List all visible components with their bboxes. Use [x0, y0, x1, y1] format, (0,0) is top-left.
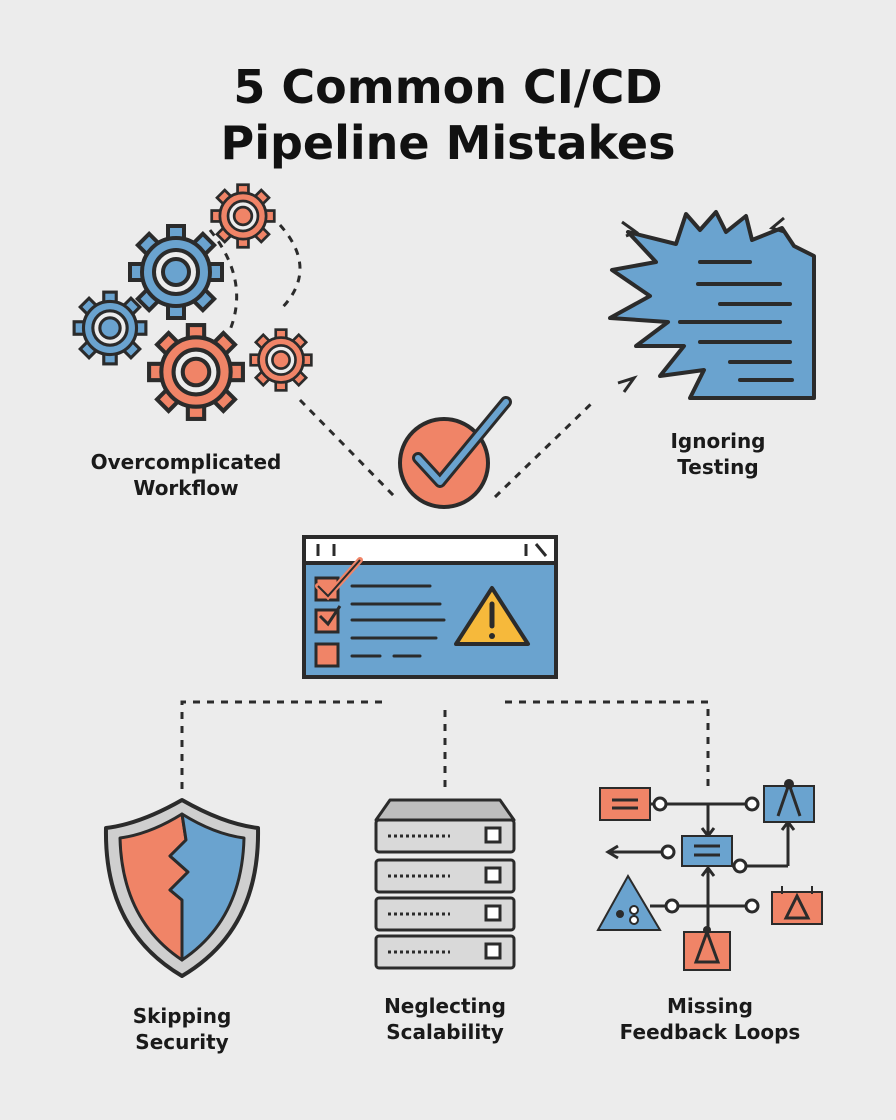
mistake-label-overcomplicated-workflow: Overcomplicated Workflow	[70, 449, 302, 501]
label-line: Neglecting	[384, 994, 506, 1018]
gears-icon	[72, 183, 313, 419]
label-line: Feedback Loops	[619, 1020, 801, 1044]
feedback-flow-icon	[596, 779, 823, 971]
mistake-label-skipping-security: Skipping Security	[92, 1003, 272, 1055]
checkmark-icon	[398, 396, 512, 509]
title-line-2: Pipeline Mistakes	[220, 115, 676, 170]
label-line: Overcomplicated	[90, 450, 282, 474]
label-line: Missing	[667, 994, 753, 1018]
label-line: Ignoring	[670, 429, 766, 453]
arrow-head	[617, 375, 638, 393]
label-line: Testing	[677, 455, 759, 479]
label-line: Security	[135, 1030, 229, 1054]
label-line: Skipping	[132, 1004, 232, 1028]
torn-document-icon	[608, 210, 816, 400]
label-line: Scalability	[386, 1020, 504, 1044]
mistake-label-ignoring-testing: Ignoring Testing	[628, 428, 808, 480]
cracked-shield-icon	[103, 798, 261, 978]
title-line-1: 5 Common CI/CD	[233, 59, 663, 114]
label-line: Workflow	[133, 476, 239, 500]
mistake-label-neglecting-scalability: Neglecting Scalability	[345, 993, 545, 1045]
server-stack-icon	[374, 798, 516, 970]
pipeline-window-warning-icon	[302, 535, 558, 679]
page-title: 5 Common CI/CD Pipeline Mistakes	[0, 59, 896, 171]
connector-lines	[180, 224, 710, 792]
mistake-label-missing-feedback-loops: Missing Feedback Loops	[590, 993, 830, 1045]
